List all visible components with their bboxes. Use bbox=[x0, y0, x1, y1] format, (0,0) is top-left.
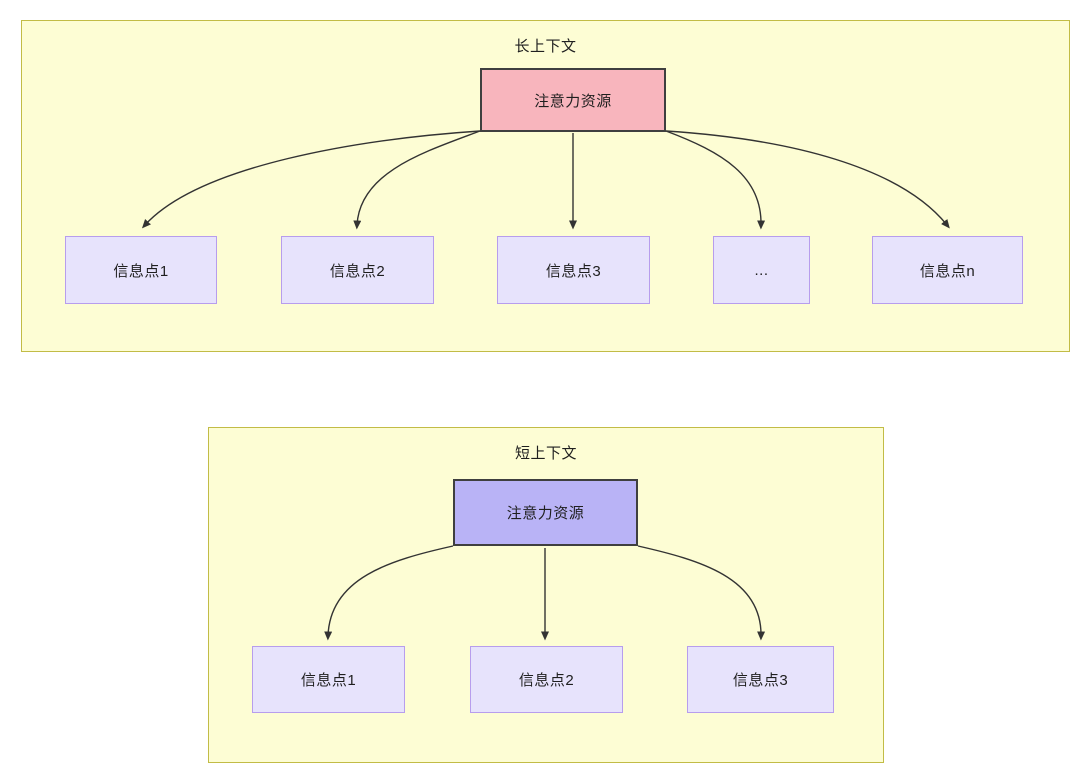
node-long-context-leaf-ellipsis[interactable]: ... bbox=[713, 236, 810, 304]
node-long-context-leaf-3[interactable]: 信息点3 bbox=[497, 236, 650, 304]
node-short-context-leaf-3-label: 信息点3 bbox=[732, 672, 789, 689]
node-long-context-root[interactable]: 注意力资源 bbox=[480, 68, 666, 132]
node-long-context-leaf-3-label: 信息点3 bbox=[545, 262, 602, 280]
node-long-context-leaf-ellipsis-label: ... bbox=[754, 261, 769, 279]
node-short-context-leaf-1[interactable]: 信息点1 bbox=[252, 646, 405, 713]
panel-long-context-title: 长上下文 bbox=[514, 38, 577, 55]
node-short-context-leaf-2-label: 信息点2 bbox=[518, 672, 575, 689]
node-long-context-leaf-2[interactable]: 信息点2 bbox=[281, 236, 434, 304]
node-short-context-root[interactable]: 注意力资源 bbox=[453, 479, 638, 546]
node-short-context-leaf-3[interactable]: 信息点3 bbox=[687, 646, 834, 713]
node-long-context-leaf-2-label: 信息点2 bbox=[329, 262, 386, 280]
node-long-context-leaf-n-label: 信息点n bbox=[919, 262, 976, 280]
panel-short-context-title: 短上下文 bbox=[514, 445, 577, 462]
node-short-context-root-label: 注意力资源 bbox=[506, 505, 585, 522]
node-short-context-leaf-2[interactable]: 信息点2 bbox=[470, 646, 623, 713]
node-long-context-root-label: 注意力资源 bbox=[534, 92, 612, 110]
node-long-context-leaf-n[interactable]: 信息点n bbox=[872, 236, 1023, 304]
node-short-context-leaf-1-label: 信息点1 bbox=[300, 672, 357, 689]
node-long-context-leaf-1[interactable]: 信息点1 bbox=[65, 236, 217, 304]
node-long-context-leaf-1-label: 信息点1 bbox=[113, 262, 169, 280]
